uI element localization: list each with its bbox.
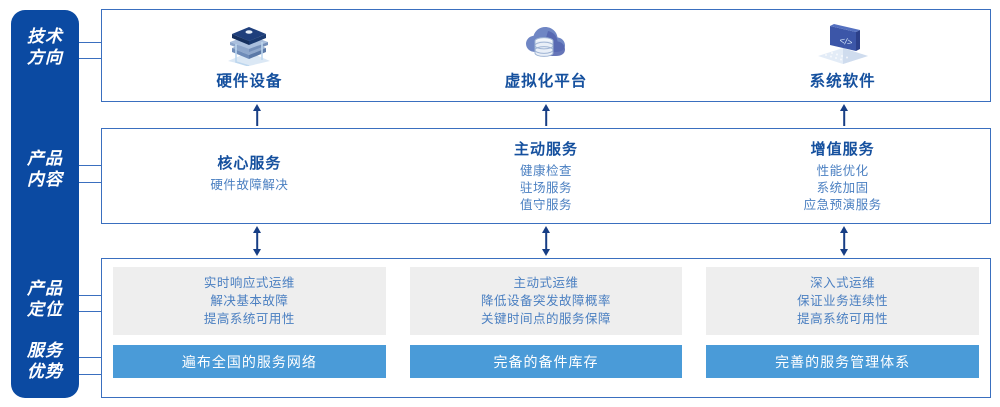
tech-item-label: 虚拟化平台 [504, 73, 588, 90]
tech-direction-row: 硬件设备 虚拟化平台 [101, 9, 991, 102]
content-line: 应急预演服务 [803, 198, 882, 212]
server-stack-icon [218, 18, 280, 67]
content-title: 核心服务 [217, 155, 282, 172]
connector-content-bottom [79, 182, 102, 183]
positioning-line: 主动式运维 [513, 276, 579, 290]
positioning-line: 深入式运维 [810, 276, 876, 290]
content-title: 主动服务 [514, 141, 579, 158]
connector-tech-top [79, 42, 102, 43]
arrow-up-system-software [833, 104, 855, 126]
content-line: 健康检查 [520, 164, 573, 178]
connector-advantage-top [79, 357, 102, 358]
category-rail [11, 10, 79, 398]
advantage-bar-spare-parts[interactable]: 完备的备件库存 [409, 345, 683, 378]
advantage-bar-service-network[interactable]: 遍布全国的服务网络 [113, 345, 386, 378]
content-line: 驻场服务 [520, 181, 573, 195]
rail-label-line: 内容 [27, 170, 63, 189]
rail-label-service-advantage: 服务 优势 [11, 340, 79, 382]
tech-item-label: 系统软件 [809, 73, 876, 90]
rail-label-line: 产品 [27, 279, 63, 298]
content-line: 性能优化 [816, 164, 869, 178]
connector-advantage-bottom [79, 374, 102, 375]
positioning-item-realtime: 实时响应式运维 解决基本故障 提高系统可用性 遍布全国的服务网络 [101, 258, 398, 398]
rail-label-line: 优势 [27, 362, 63, 381]
connector-tech-bottom [79, 58, 102, 59]
content-line: 硬件故障解决 [210, 178, 289, 192]
advantage-bar-management-system[interactable]: 完善的服务管理体系 [706, 345, 980, 378]
positioning-line: 提高系统可用性 [203, 312, 295, 326]
content-item-value-added-service[interactable]: 增值服务 性能优化 系统加固 应急预演服务 [694, 128, 991, 224]
tech-item-virtualization[interactable]: 虚拟化平台 [398, 9, 695, 102]
rail-label-tech-direction: 技术 方向 [11, 26, 79, 68]
positioning-line: 解决基本故障 [210, 294, 289, 308]
positioning-box[interactable]: 深入式运维 保证业务连续性 提高系统可用性 [706, 267, 980, 335]
positioning-item-deep: 深入式运维 保证业务连续性 提高系统可用性 完善的服务管理体系 [694, 258, 991, 398]
positioning-line: 关键时间点的服务保障 [481, 312, 612, 326]
laptop-code-icon: </> [812, 18, 874, 66]
content-item-core-service[interactable]: 核心服务 硬件故障解决 [101, 128, 398, 224]
connector-content-top [79, 165, 102, 166]
positioning-box[interactable]: 主动式运维 降低设备突发故障概率 关键时间点的服务保障 [409, 267, 683, 335]
cloud-database-icon [515, 18, 577, 66]
arrow-up-virtualization [535, 104, 557, 126]
product-positioning-row: 实时响应式运维 解决基本故障 提高系统可用性 遍布全国的服务网络 主动式运维 降… [101, 258, 991, 398]
svg-text:</>: </> [838, 35, 853, 47]
positioning-box[interactable]: 实时响应式运维 解决基本故障 提高系统可用性 [113, 267, 386, 335]
tech-item-label: 硬件设备 [216, 73, 283, 90]
rail-label-line: 方向 [27, 48, 63, 67]
positioning-line: 降低设备突发故障概率 [481, 294, 612, 308]
positioning-line: 提高系统可用性 [797, 312, 889, 326]
arrow-bidirectional-core [246, 226, 268, 256]
arrow-bidirectional-value-added [833, 226, 855, 256]
tech-item-hardware[interactable]: 硬件设备 [101, 9, 398, 102]
positioning-line: 实时响应式运维 [203, 276, 295, 290]
rail-label-product-positioning: 产品 定位 [11, 278, 79, 320]
positioning-item-proactive: 主动式运维 降低设备突发故障概率 关键时间点的服务保障 完备的备件库存 [398, 258, 695, 398]
rail-label-product-content: 产品 内容 [11, 148, 79, 190]
product-content-row: 核心服务 硬件故障解决 主动服务 健康检查 驻场服务 值守服务 增值服务 性能优… [101, 128, 991, 224]
content-item-proactive-service[interactable]: 主动服务 健康检查 驻场服务 值守服务 [398, 128, 695, 224]
rail-label-line: 服务 [27, 341, 63, 360]
content-line: 系统加固 [816, 181, 869, 195]
positioning-line: 保证业务连续性 [797, 294, 889, 308]
connector-positioning-bottom [79, 311, 102, 312]
arrow-up-hardware [246, 104, 268, 126]
product-content-panel [101, 128, 991, 224]
arrow-bidirectional-proactive [535, 226, 557, 256]
content-line: 值守服务 [520, 198, 573, 212]
content-title: 增值服务 [810, 141, 875, 158]
rail-label-line: 产品 [27, 149, 63, 168]
rail-label-line: 定位 [27, 300, 63, 319]
rail-label-line: 技术 [27, 27, 63, 46]
connector-positioning-top [79, 295, 102, 296]
tech-item-system-software[interactable]: </> 系统软件 [694, 9, 991, 102]
